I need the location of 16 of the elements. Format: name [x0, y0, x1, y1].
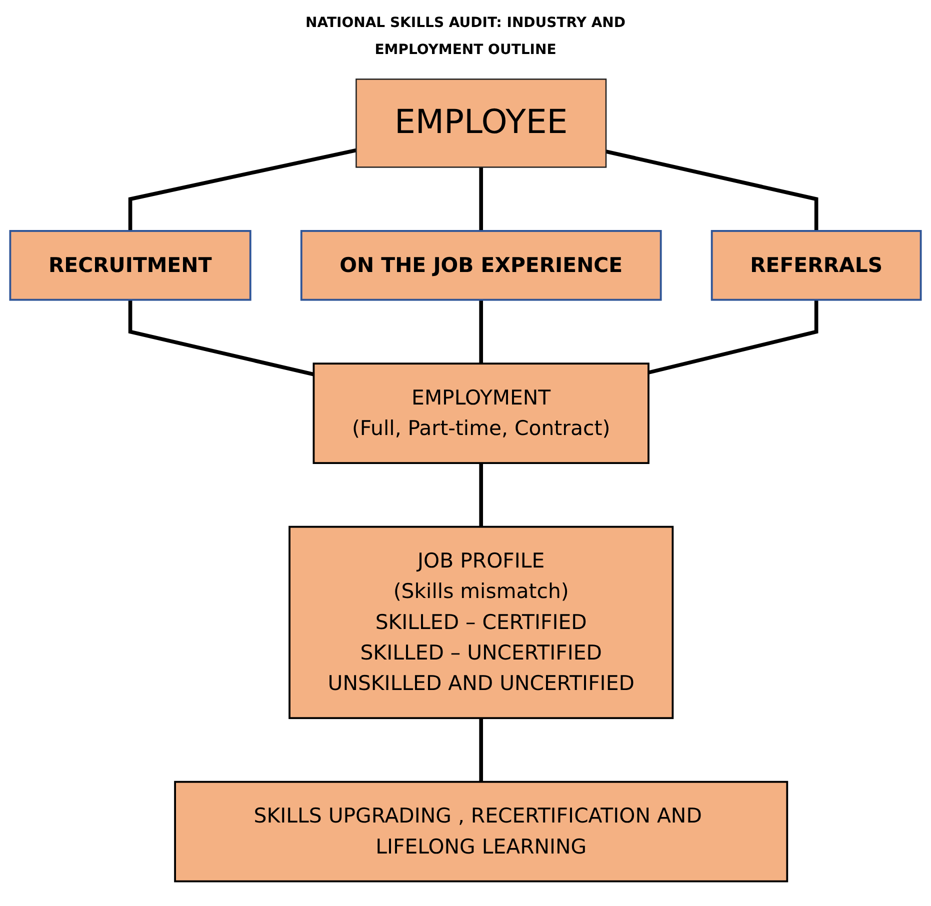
node-box: EMPLOYMENT (Full, Part-time, Contract): [312, 362, 650, 464]
node-box: ON THE JOB EXPERIENCE: [300, 230, 662, 301]
connector: [128, 300, 314, 376]
diagram-title: NATIONAL SKILLS AUDIT: INDUSTRY AND EMPLOYMENT OUTLINE: [304, 14, 627, 60]
node-box: RECRUITMENT: [9, 230, 252, 301]
node-box: EMPLOYEE: [356, 78, 607, 168]
connector: [479, 167, 484, 232]
connector: [479, 463, 484, 527]
node-box: JOB PROFILE (Skills mismatch) SKILLED – CERTIFIED SKILLED – UNCERTIFIED UNSKILLED AND UNCERTIFIED: [288, 526, 674, 720]
connector: [479, 300, 484, 364]
connector: [128, 148, 357, 232]
node-box: REFERRALS: [710, 230, 922, 301]
connector: [606, 150, 818, 232]
connector: [648, 300, 818, 375]
node-box: SKILLS UPGRADING , RECERTIFICATION AND LIFELONG LEARNING: [174, 781, 788, 882]
connector: [479, 718, 484, 782]
